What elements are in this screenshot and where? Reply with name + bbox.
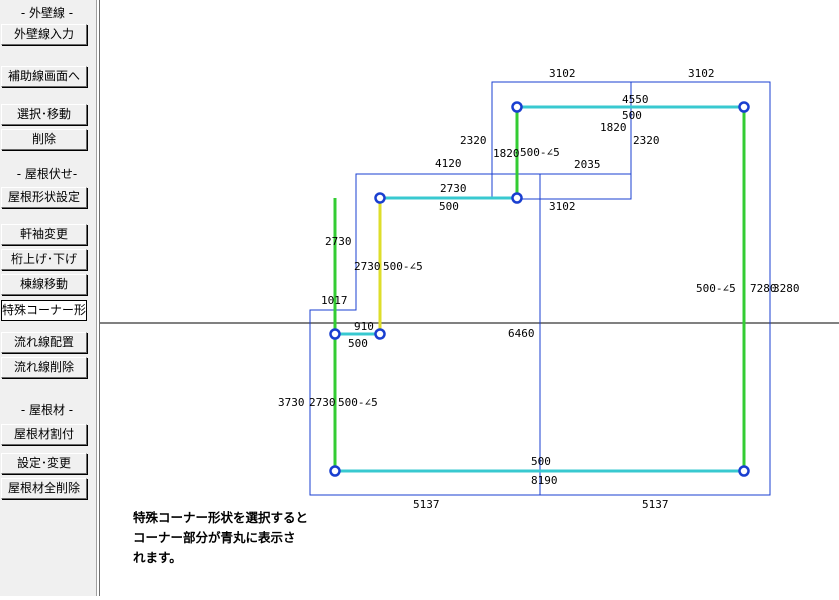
dim-label: 3102 <box>688 67 715 80</box>
exterior-wall-input-button[interactable]: 外壁線入力 <box>1 24 87 45</box>
dim-label: 3730 <box>278 396 305 409</box>
roof-shape-setting-button[interactable]: 屋根形状設定 <box>1 187 87 208</box>
aux-line-screen-button[interactable]: 補助線画面へ <box>1 66 87 87</box>
ridge-move-button[interactable]: 棟線移動 <box>1 274 87 295</box>
dim-label: 2730 <box>325 235 352 248</box>
dim-label: 6460 <box>508 327 535 340</box>
drawing-canvas[interactable]: 3102 3102 4550 500 1820 2320 2320 1820 5… <box>100 0 839 596</box>
corner-node[interactable] <box>329 465 341 477</box>
dim-label: 2730 <box>309 396 336 409</box>
roof-material-layout-button[interactable]: 屋根材割付 <box>1 424 87 445</box>
dim-label: 1820 <box>493 147 520 160</box>
flow-line-place-button[interactable]: 流れ線配置 <box>1 332 87 353</box>
dim-label: 2035 <box>574 158 601 171</box>
dim-label: 500 <box>622 109 642 122</box>
section-exterior-wall: - 外壁線 - <box>20 6 74 20</box>
girder-up-down-button[interactable]: 桁上げ･下げ <box>1 249 87 270</box>
corner-node[interactable] <box>329 328 341 340</box>
dim-label: 4550 <box>622 93 649 106</box>
section-roof-material: - 屋根材 - <box>20 403 74 417</box>
corner-node[interactable] <box>738 465 750 477</box>
dim-label: 3102 <box>549 67 576 80</box>
dim-label: 3280 <box>773 282 800 295</box>
dim-label: 910 <box>354 320 374 333</box>
slope-label: 500-∠5 <box>338 396 378 409</box>
slope-label: 500-∠5 <box>696 282 736 295</box>
roof-material-delete-all-button[interactable]: 屋根材全削除 <box>1 478 87 499</box>
dim-label: 8190 <box>531 474 558 487</box>
flow-line-delete-button[interactable]: 流れ線削除 <box>1 357 87 378</box>
note-line: 特殊コーナー形状を選択すると <box>133 510 309 525</box>
dim-label: 7280 <box>750 282 777 295</box>
dim-label: 500 <box>531 455 551 468</box>
exterior-outline <box>309 81 771 496</box>
note-line: コーナー部分が青丸に表示さ <box>133 530 296 545</box>
sidebar: - 外壁線 - 外壁線入力 補助線画面へ 選択･移動 削除 - 屋根伏せ- 屋根… <box>0 0 97 596</box>
dim-label: 4120 <box>435 157 462 170</box>
select-move-button[interactable]: 選択･移動 <box>1 104 87 125</box>
delete-button[interactable]: 削除 <box>1 129 87 150</box>
corner-node[interactable] <box>511 192 523 204</box>
special-corner-shape-button[interactable]: 特殊コーナー形状 <box>1 300 87 321</box>
slope-label: 500-∠5 <box>383 260 423 273</box>
corner-node[interactable] <box>511 101 523 113</box>
corner-node[interactable] <box>374 192 386 204</box>
dim-label: 500 <box>348 337 368 350</box>
settings-change-button[interactable]: 設定･変更 <box>1 453 87 474</box>
dim-label: 1017 <box>321 294 348 307</box>
dim-label: 5137 <box>642 498 669 511</box>
eave-change-button[interactable]: 軒袖変更 <box>1 224 87 245</box>
dim-label: 2730 <box>440 182 467 195</box>
corner-node[interactable] <box>374 328 386 340</box>
slope-label: 500-∠5 <box>520 146 560 159</box>
dim-label: 500 <box>439 200 459 213</box>
dim-label: 5137 <box>413 498 440 511</box>
note-line: れます。 <box>133 550 182 565</box>
dim-label: 2320 <box>633 134 660 147</box>
section-roof-plan: - 屋根伏せ- <box>16 167 78 181</box>
dim-label: 2320 <box>460 134 487 147</box>
dim-label: 3102 <box>549 200 576 213</box>
dim-label: 1820 <box>600 121 627 134</box>
corner-node[interactable] <box>738 101 750 113</box>
dim-label: 2730 <box>354 260 381 273</box>
ridge-lines[interactable] <box>335 105 744 473</box>
sidebar-divider <box>99 0 100 596</box>
instruction-note: 特殊コーナー形状を選択すると コーナー部分が青丸に表示さ れます。 <box>133 508 308 568</box>
